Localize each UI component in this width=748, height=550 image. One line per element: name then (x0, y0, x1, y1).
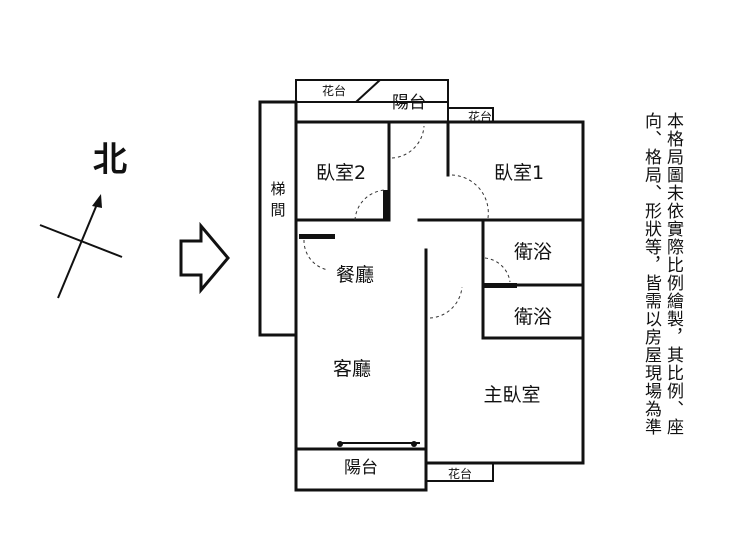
entrance-arrow-icon (179, 221, 230, 295)
compass: 北 (39, 140, 127, 299)
disclaimer-line2: 向、格局、形狀等，皆需以房屋現場為準 (641, 112, 661, 436)
outer-walls (294, 100, 585, 492)
room-bedroom1: 臥室1 (494, 162, 544, 184)
north-label: 北 (93, 140, 127, 180)
room-living: 客廳 (333, 358, 371, 380)
disclaimer-line1: 本格局圖未依實際比例繪製，其比例、座 (663, 112, 683, 436)
room-labels: 臥室2 臥室1 梯 間 衛浴 衛浴 餐廳 客廳 主臥室 陽台 陽台 花台 花台 … (270, 83, 552, 481)
room-master-bedroom: 主臥室 (483, 384, 540, 406)
balcony-top: 陽台 (392, 93, 426, 113)
balcony-bottom: 陽台 (344, 458, 378, 478)
planter-bottom: 花台 (448, 466, 472, 481)
room-stairs-char1: 梯 (270, 180, 285, 198)
top-balcony (295, 79, 494, 122)
room-bath2: 衛浴 (514, 306, 552, 328)
planter-top-left: 花台 (322, 83, 346, 98)
room-bedroom2: 臥室2 (316, 162, 366, 184)
north-arrow-icon (92, 194, 102, 208)
door-swings (303, 125, 511, 319)
interior-walls (294, 120, 585, 482)
room-bath1: 衛浴 (514, 241, 552, 263)
room-stairs-char2: 間 (270, 201, 285, 219)
compass-needle (57, 196, 101, 299)
room-dining: 餐廳 (336, 264, 374, 286)
planter-top-right: 花台 (468, 109, 492, 124)
